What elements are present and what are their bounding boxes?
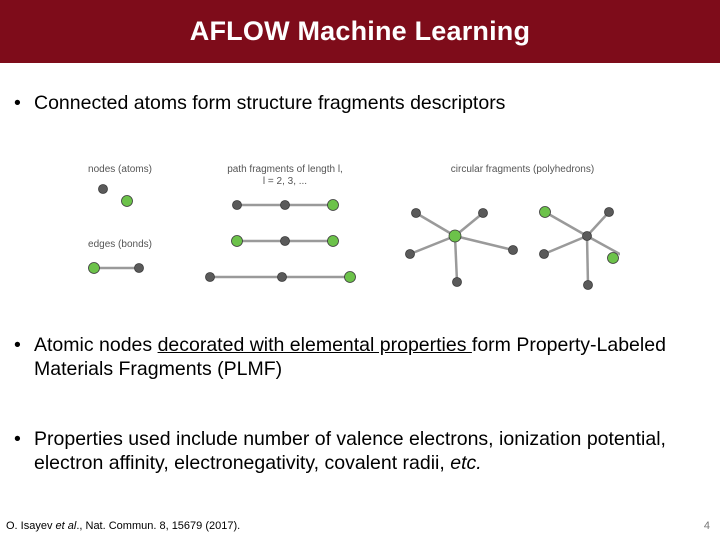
gray-atom-node (604, 207, 614, 217)
green-atom-node (539, 206, 551, 218)
gray-atom-node (583, 280, 593, 290)
green-atom-node (327, 199, 339, 211)
citation-etal: et al (55, 520, 77, 532)
nodes (88, 184, 619, 290)
green-atom-node (121, 195, 133, 207)
star-edge (454, 234, 514, 252)
bullet-dot: • (14, 334, 21, 356)
bullet-dot: • (14, 428, 21, 450)
gray-atom-node (405, 249, 415, 259)
star-edge (543, 234, 588, 256)
star-edge (453, 235, 459, 283)
bullet-text: Properties used include number of valenc… (34, 427, 704, 475)
gray-atom-node (205, 272, 215, 282)
gray-atom-node (232, 200, 242, 210)
bullet-text-pre: Properties used include number of valenc… (34, 428, 666, 474)
star-edge (586, 234, 620, 256)
fragment-diagram: nodes (atoms) edges (bonds) path fragmen… (60, 155, 620, 300)
star-edge (586, 211, 610, 237)
citation-author: O. Isayev (6, 520, 56, 532)
label-nodes: nodes (atoms) (88, 164, 152, 175)
label-path-line1: path fragments of length l, (227, 164, 343, 175)
citation: O. Isayev et al., Nat. Commun. 8, 15679 … (6, 520, 240, 532)
gray-center-node (582, 231, 592, 241)
gray-atom-node (280, 200, 290, 210)
bullet-plmf: • Atomic nodes decorated with elemental … (14, 333, 704, 381)
bullet-text-post: form Property-Labeled Materials Fragment… (34, 334, 666, 380)
bullet-text-italic: etc. (450, 452, 482, 474)
gray-atom-node (508, 245, 518, 255)
bullet-dot: • (14, 92, 21, 114)
slide-title: AFLOW Machine Learning (189, 16, 531, 46)
bullet-text-underlined: decorated with elemental properties (157, 334, 472, 356)
green-atom-node (327, 235, 339, 247)
green-atom-node (88, 262, 100, 274)
bullet-text: Connected atoms form structure fragments… (34, 92, 506, 114)
slide-header: AFLOW Machine Learning (0, 0, 720, 63)
bullet-text: Atomic nodes decorated with elemental pr… (34, 333, 704, 381)
star-edge (409, 234, 456, 256)
gray-atom-node (280, 236, 290, 246)
label-circular: circular fragments (polyhedrons) (450, 164, 595, 175)
star-edge (544, 210, 588, 238)
gray-atom-node (277, 272, 287, 282)
star-edge (415, 211, 456, 238)
page-number: 4 (703, 520, 710, 532)
gray-atom-node (98, 184, 108, 194)
green-atom-node (231, 235, 243, 247)
gray-atom-node (452, 277, 462, 287)
bullet-properties: • Properties used include number of vale… (14, 427, 704, 475)
citation-journal: ., Nat. Commun. 8, 15679 (2017). (76, 520, 241, 532)
gray-atom-node (478, 208, 488, 218)
bullet-connected-atoms: • Connected atoms form structure fragmen… (14, 91, 694, 115)
label-edges: edges (bonds) (88, 239, 152, 250)
bullet-text-pre: Atomic nodes (34, 334, 158, 356)
star-edge (585, 235, 590, 286)
green-atom-node (344, 271, 356, 283)
label-path-line2: l = 2, 3, ... (262, 176, 308, 187)
edges (94, 203, 620, 286)
gray-atom-node (411, 208, 421, 218)
gray-atom-node (539, 249, 549, 259)
gray-atom-node (134, 263, 144, 273)
fragment-graphics (88, 184, 620, 290)
green-center-node (448, 229, 462, 243)
green-atom-node (607, 252, 619, 264)
